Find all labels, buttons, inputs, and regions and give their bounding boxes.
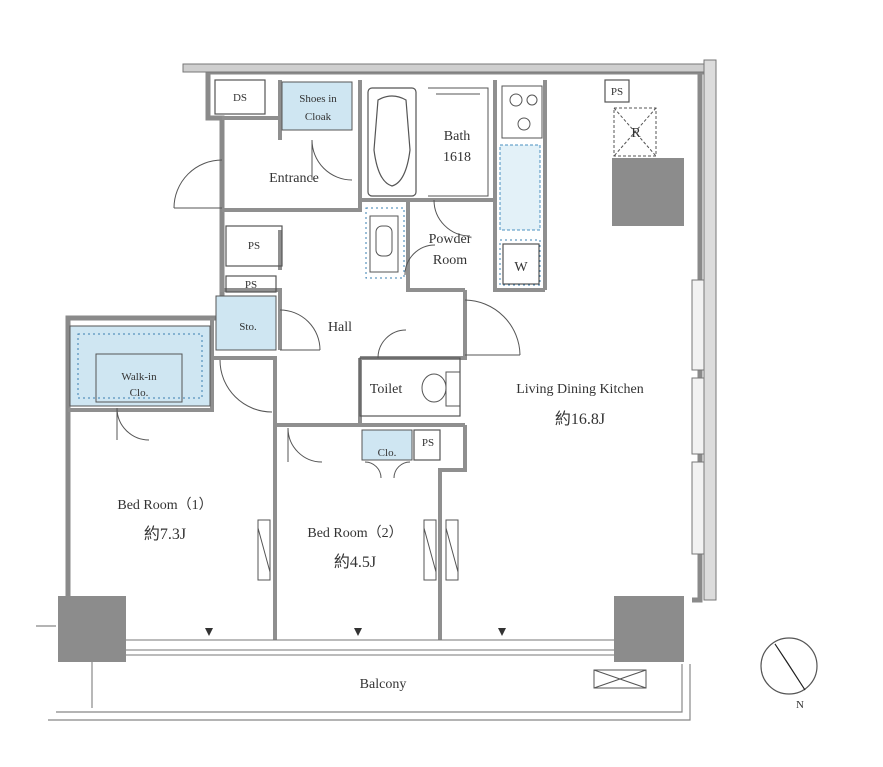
right-windows bbox=[691, 279, 705, 555]
interior-walls bbox=[66, 80, 547, 640]
label-walk-in-line2: Clo. bbox=[130, 387, 149, 399]
label-bed1-size: 約7.3J bbox=[144, 525, 186, 543]
compass-needle-outline bbox=[774, 643, 806, 691]
label-ldk-name: Living Dining Kitchen bbox=[516, 382, 644, 397]
closet-fill bbox=[361, 429, 413, 461]
dotted-outlines bbox=[77, 207, 541, 399]
label-hall: Hall bbox=[328, 320, 352, 335]
label-ps-top-right: PS bbox=[611, 86, 623, 98]
shoes-in-cloak-fill bbox=[281, 81, 353, 131]
vanity-sink bbox=[369, 215, 399, 273]
compass: N bbox=[760, 637, 818, 711]
wardrobe-marks bbox=[257, 519, 459, 581]
bath-blue-strip bbox=[499, 144, 541, 231]
top-wall-edge bbox=[182, 63, 714, 73]
label-shoes-in-cloak-line2: Cloak bbox=[305, 111, 332, 123]
label-walk-in-line1: Walk-in bbox=[121, 371, 157, 383]
room-labels: DS Shoes in Cloak Bath 1618 Entrance PS … bbox=[117, 86, 643, 692]
storage-fill bbox=[215, 295, 277, 351]
compass-ring bbox=[760, 637, 818, 695]
label-storage: Sto. bbox=[239, 321, 257, 333]
label-washer: W bbox=[514, 260, 528, 275]
label-powder-room-line1: Powder bbox=[429, 232, 472, 247]
column-bottom-right bbox=[614, 596, 684, 662]
bathtub bbox=[367, 87, 417, 197]
window-markers bbox=[205, 628, 506, 636]
label-balcony: Balcony bbox=[360, 677, 407, 692]
label-bed1-name: Bed Room（1） bbox=[117, 497, 212, 513]
label-toilet: Toilet bbox=[370, 382, 403, 397]
label-ds: DS bbox=[233, 92, 247, 104]
label-ps-entrance: PS bbox=[248, 240, 260, 252]
label-ldk-size: 約16.8J bbox=[555, 410, 605, 428]
column-bottom-left bbox=[58, 596, 126, 662]
toilet-fixture bbox=[421, 371, 461, 407]
balcony-outline bbox=[36, 625, 691, 721]
label-powder-room-line2: Room bbox=[433, 253, 467, 268]
bottom-windows bbox=[126, 639, 614, 656]
label-bed2-name: Bed Room（2） bbox=[307, 525, 402, 541]
outdoor-unit bbox=[593, 669, 647, 689]
label-shoes-in-cloak-line1: Shoes in bbox=[299, 93, 337, 105]
refrigerator-space bbox=[613, 107, 657, 157]
kitchen-column bbox=[612, 158, 684, 226]
door-swings bbox=[116, 139, 521, 479]
walk-in-inner bbox=[95, 353, 183, 403]
label-ps-closet: PS bbox=[422, 437, 434, 449]
compass-north-label: N bbox=[796, 699, 804, 711]
label-entrance: Entrance bbox=[269, 171, 319, 186]
label-closet: Clo. bbox=[378, 447, 397, 459]
label-bath-line1: Bath bbox=[444, 129, 470, 144]
label-refrigerator: R bbox=[631, 126, 641, 141]
label-bath-line2: 1618 bbox=[443, 150, 471, 165]
label-bed2-size: 約4.5J bbox=[334, 553, 376, 571]
bath-partition bbox=[428, 87, 489, 197]
label-ps-small: PS bbox=[245, 279, 257, 291]
small-boxes bbox=[214, 79, 630, 461]
right-wall-strip bbox=[703, 59, 717, 601]
stove bbox=[501, 85, 543, 139]
